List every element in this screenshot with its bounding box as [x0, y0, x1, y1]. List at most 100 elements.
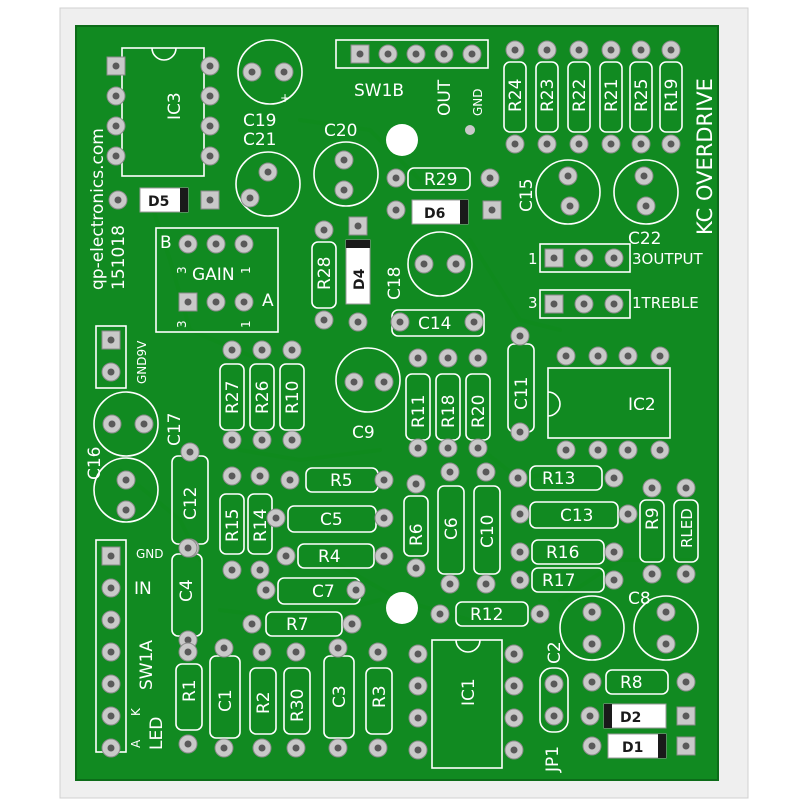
drill-hole — [588, 678, 596, 686]
drill-hole — [607, 140, 615, 148]
drill-hole — [288, 346, 296, 354]
cap-c15: C15 — [517, 159, 601, 225]
drill-hole — [648, 484, 656, 492]
r12-label: R12 — [470, 605, 503, 625]
diode-d4: D4 — [345, 239, 371, 305]
drill-hole — [282, 552, 290, 560]
gain-n3: 3 — [175, 266, 189, 274]
drill-hole — [662, 640, 670, 648]
drill-hole — [575, 46, 583, 54]
resistor-r1: R1 — [175, 663, 203, 731]
drill-hole — [108, 420, 116, 428]
drill-hole — [107, 584, 115, 592]
drill-hole — [184, 240, 192, 248]
drill-hole — [588, 608, 596, 616]
drill-hole — [107, 616, 115, 624]
output-label: 3OUTPUT — [632, 250, 704, 268]
drill-hole — [246, 194, 254, 202]
r25-label: R25 — [632, 79, 652, 112]
cap-c19: + C19 — [237, 39, 303, 131]
sw1b-label: SW1B — [354, 81, 404, 101]
drill-hole — [256, 566, 264, 574]
r9-label: R9 — [643, 507, 663, 530]
drill-hole — [228, 472, 236, 480]
resistor-r19: R19 — [659, 61, 683, 133]
drill-hole — [228, 566, 236, 574]
drill-hole — [436, 610, 444, 618]
drill-hole — [468, 50, 476, 58]
drill-hole — [550, 300, 558, 308]
drill-hole — [184, 740, 192, 748]
drill-hole — [564, 172, 572, 180]
drill-hole — [220, 744, 228, 752]
r23-label: R23 — [538, 79, 558, 112]
c17-label: C17 — [165, 412, 185, 446]
gain-pot: GAIN B A 3 1 3 1 — [155, 227, 279, 333]
pin-k: K — [129, 707, 143, 716]
drill-hole — [414, 650, 422, 658]
cap-c16: C16 — [85, 446, 159, 523]
drill-hole — [220, 644, 228, 652]
r1-label: R1 — [180, 679, 200, 702]
drill-hole — [258, 744, 266, 752]
resistor-r7: R7 — [265, 611, 343, 637]
drill-hole — [258, 346, 266, 354]
drill-hole — [575, 140, 583, 148]
drill-hole — [184, 544, 192, 552]
d5-label: D5 — [148, 194, 169, 210]
drill-hole — [248, 68, 256, 76]
cap-c8: C8 — [628, 589, 699, 661]
resistor-r24: R24 — [503, 61, 527, 133]
d2-label: D2 — [620, 710, 641, 726]
ic2: IC2 — [547, 367, 671, 439]
drill-hole — [516, 510, 524, 518]
d4-label: D4 — [352, 268, 368, 290]
drill-hole — [588, 742, 596, 750]
drill-hole — [228, 436, 236, 444]
drill-hole — [392, 174, 400, 182]
drill-hole — [656, 352, 664, 360]
c3-label: C3 — [330, 685, 350, 708]
drill-hole — [488, 206, 496, 214]
drill-hole — [588, 640, 596, 648]
drill-hole — [682, 742, 690, 750]
drill-hole — [640, 172, 648, 180]
drill-hole — [486, 174, 494, 182]
drill-hole — [286, 476, 294, 484]
cap-c20: C20 — [313, 121, 379, 207]
drill-hole — [380, 378, 388, 386]
r24-label: R24 — [506, 79, 526, 112]
drill-hole — [228, 346, 236, 354]
r14-label: R14 — [251, 509, 271, 542]
drill-hole — [414, 746, 422, 754]
drill-hole — [114, 196, 122, 204]
drill-hole — [356, 50, 364, 58]
c9-label: C9 — [352, 423, 375, 443]
c19-label: C19 — [243, 111, 277, 131]
drill-hole — [292, 744, 300, 752]
gnd-in-label: GND — [136, 547, 164, 561]
gain-label: GAIN — [192, 265, 235, 285]
ic3: IC3 — [121, 47, 205, 177]
gain-n1b: 1 — [239, 320, 253, 328]
resistor-r15: R15 — [219, 493, 245, 555]
gain-a: A — [262, 291, 274, 311]
ic2-label: IC2 — [628, 395, 656, 415]
drill-hole — [607, 46, 615, 54]
r4-label: R4 — [318, 547, 341, 567]
resistor-r16: R16 — [531, 539, 605, 565]
drill-hole — [682, 678, 690, 686]
drill-hole — [610, 576, 618, 584]
drill-hole — [396, 318, 404, 326]
drill-hole — [256, 472, 264, 480]
gain-b: B — [160, 233, 172, 253]
drill-hole — [414, 444, 422, 452]
r20-label: R20 — [469, 395, 489, 428]
drill-hole — [107, 648, 115, 656]
r6-label: R6 — [407, 523, 427, 546]
drill-hole — [348, 620, 356, 628]
drill-hole — [682, 484, 690, 492]
c6-label: C6 — [442, 517, 462, 540]
drill-hole — [212, 240, 220, 248]
treble-header: 3 1TREBLE — [528, 289, 699, 319]
